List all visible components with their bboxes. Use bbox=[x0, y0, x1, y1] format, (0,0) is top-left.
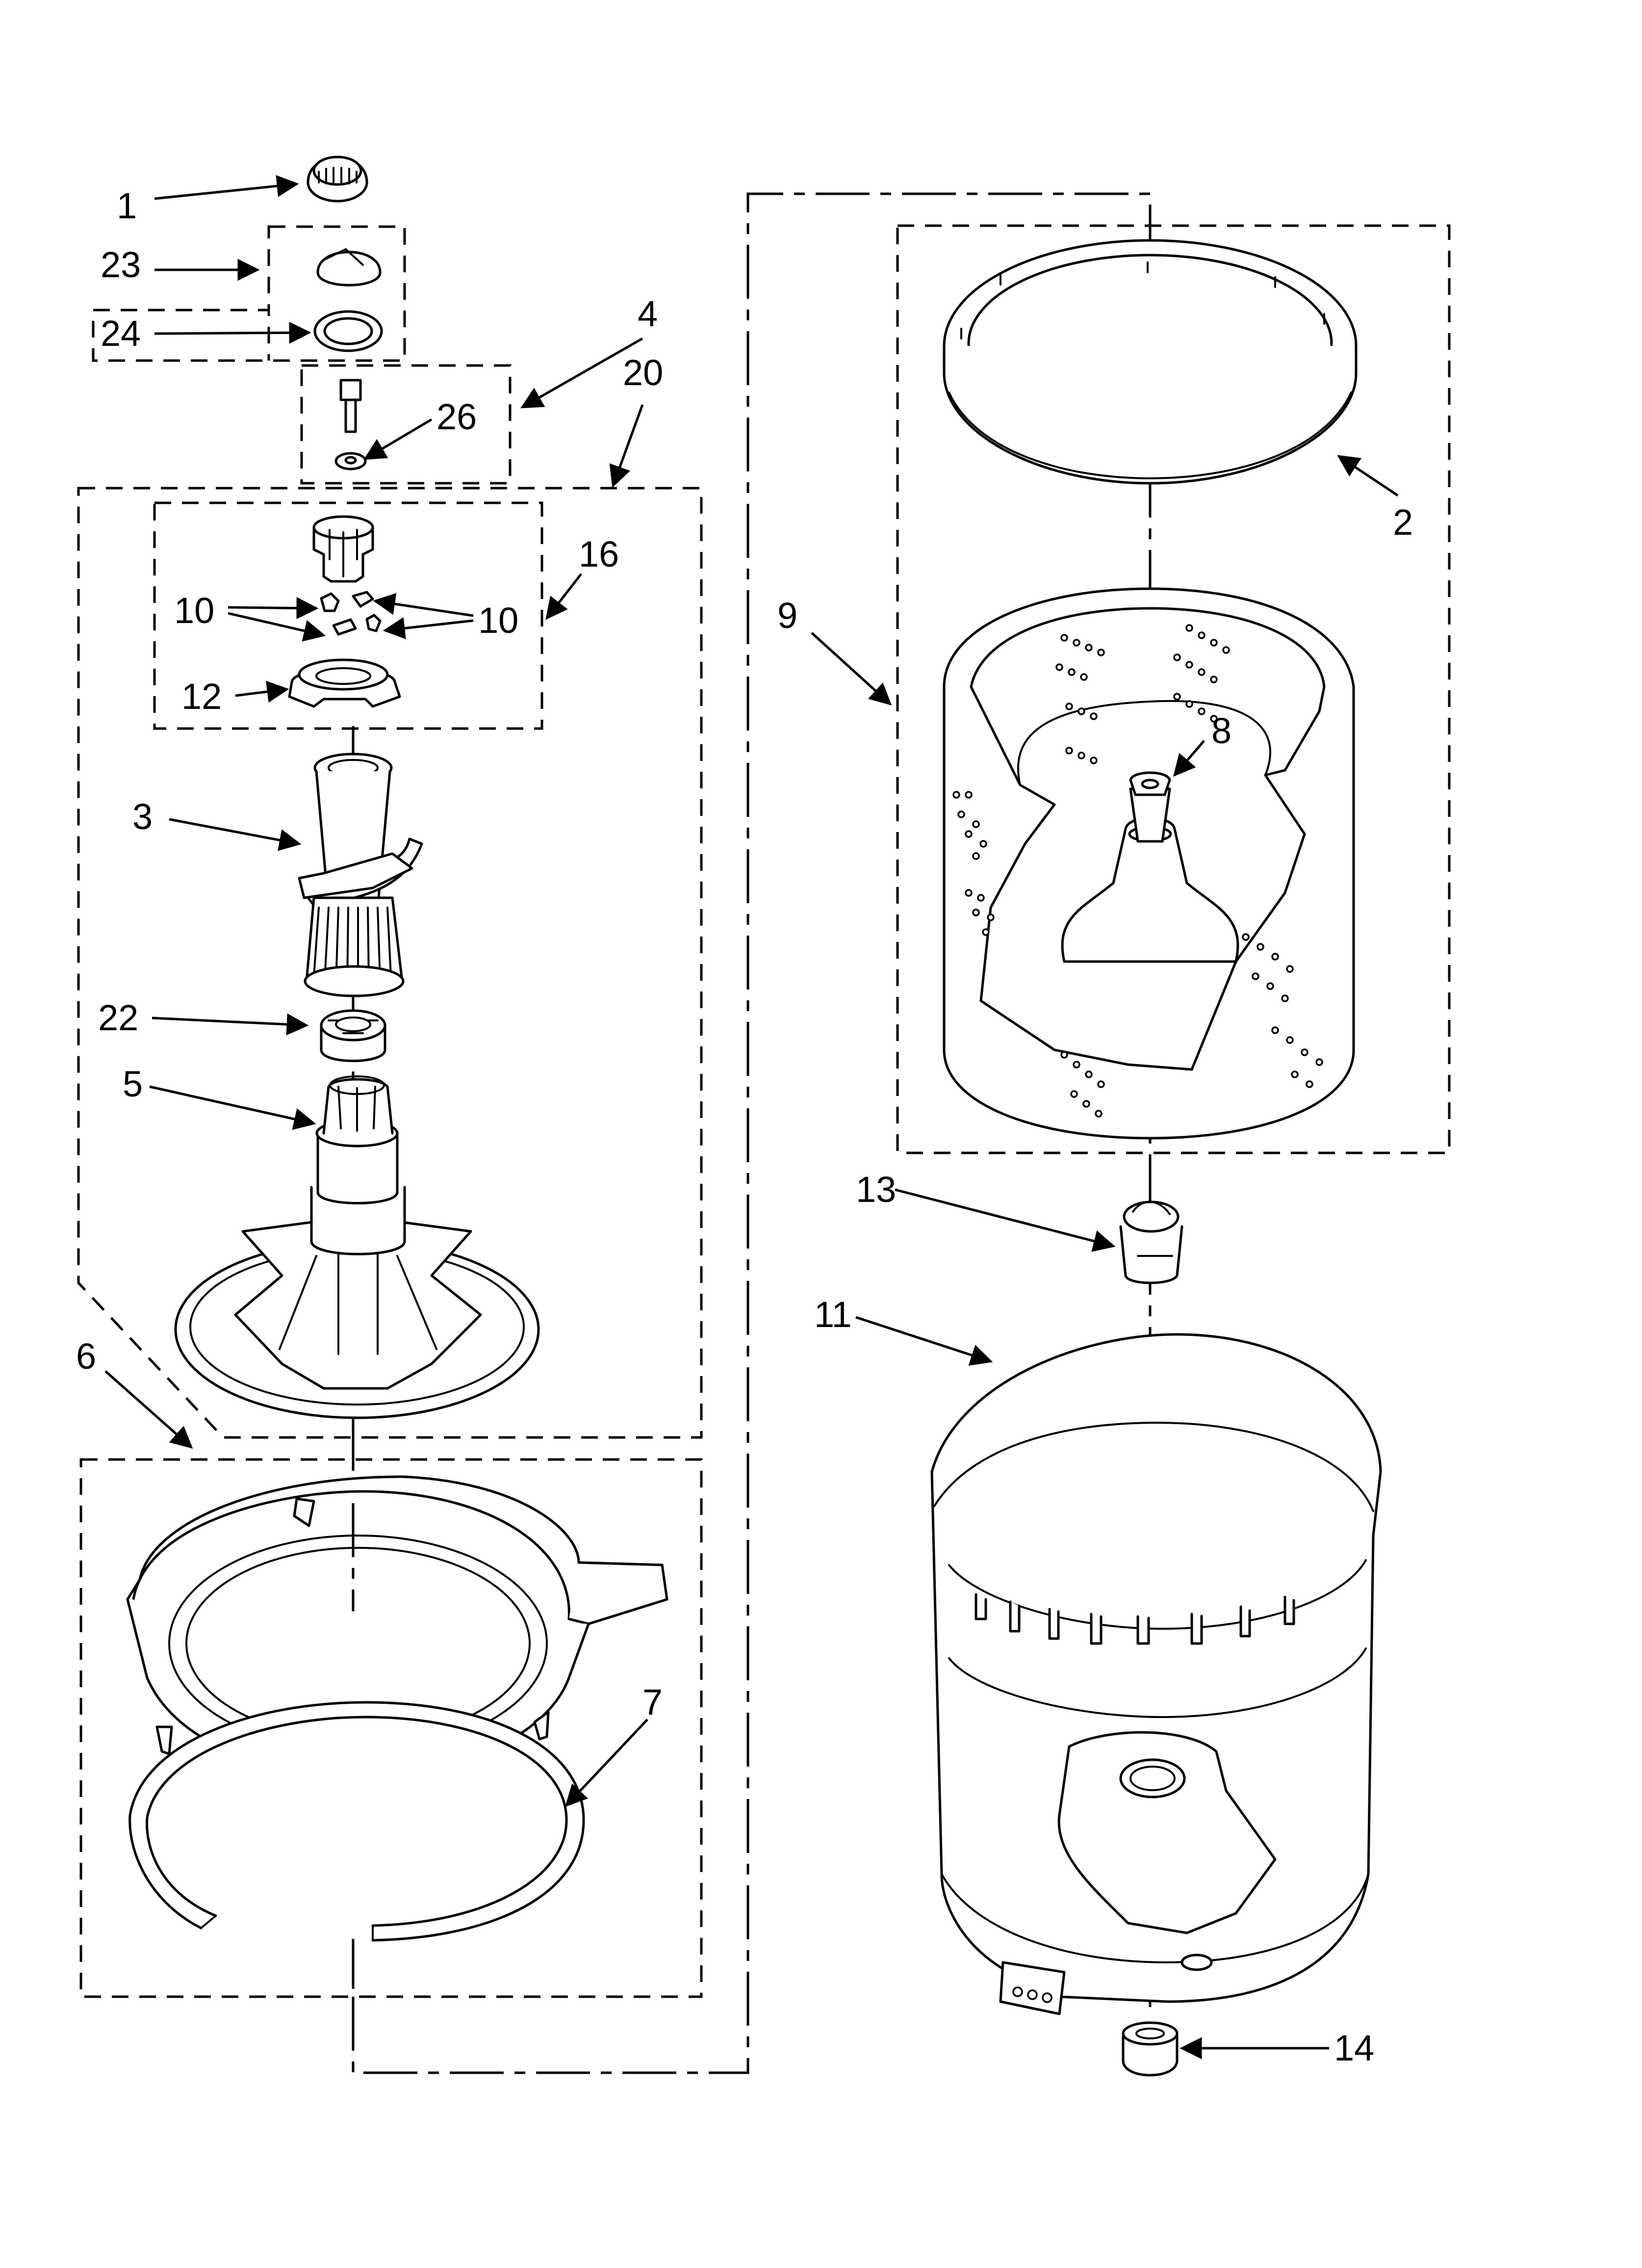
part-bolt bbox=[334, 379, 367, 470]
label-13: 13 bbox=[856, 1169, 896, 1210]
label-26: 26 bbox=[436, 396, 477, 437]
label-14: 14 bbox=[1334, 2028, 1374, 2068]
group-boxes bbox=[77, 224, 1451, 1998]
part-11-outer-tub bbox=[930, 1333, 1382, 2015]
leader-arrows bbox=[104, 175, 1399, 2059]
part-22-cam bbox=[320, 1009, 386, 1062]
part-9-wash-basket bbox=[943, 587, 1355, 1140]
basket-perforations bbox=[952, 624, 1323, 1118]
label-12: 12 bbox=[181, 676, 222, 717]
label-23: 23 bbox=[101, 244, 141, 285]
part-7-snap-ring bbox=[128, 1701, 585, 1942]
label-10-right: 10 bbox=[478, 600, 518, 641]
part-5-agitator-base bbox=[174, 1075, 540, 1419]
box-6 bbox=[79, 1458, 703, 1998]
part-1-agitator-cap bbox=[307, 156, 368, 203]
part-2-balance-ring bbox=[943, 239, 1358, 485]
label-6: 6 bbox=[76, 1336, 96, 1377]
box-4 bbox=[300, 364, 512, 485]
box-16 bbox=[153, 501, 543, 730]
label-24: 24 bbox=[101, 313, 141, 354]
label-11: 11 bbox=[814, 1294, 852, 1335]
label-8: 8 bbox=[1211, 710, 1232, 751]
box-9 bbox=[896, 224, 1451, 1154]
label-10-left: 10 bbox=[174, 590, 214, 631]
part-16-dogs-assembly bbox=[288, 515, 401, 708]
label-4: 4 bbox=[638, 293, 658, 334]
label-7: 7 bbox=[642, 1682, 663, 1722]
part-labels: 1 23 24 4 20 26 16 10 10 12 3 22 5 6 7 2… bbox=[76, 185, 1413, 2068]
label-1: 1 bbox=[117, 185, 137, 226]
part-14-grommet bbox=[1122, 2021, 1179, 2077]
box-24 bbox=[93, 309, 270, 361]
label-16: 16 bbox=[579, 534, 619, 574]
label-22: 22 bbox=[98, 997, 138, 1038]
label-20: 20 bbox=[623, 352, 663, 393]
part-23-cap-insert bbox=[316, 248, 382, 287]
label-2: 2 bbox=[1393, 502, 1413, 543]
part-13-drive-hub bbox=[1119, 1200, 1183, 1284]
label-5: 5 bbox=[123, 1064, 143, 1104]
label-3: 3 bbox=[132, 796, 153, 837]
label-9: 9 bbox=[777, 595, 797, 636]
box-20 bbox=[77, 487, 703, 1439]
part-3-agitator-auger bbox=[298, 753, 423, 997]
part-24-seal-ring bbox=[313, 310, 383, 352]
